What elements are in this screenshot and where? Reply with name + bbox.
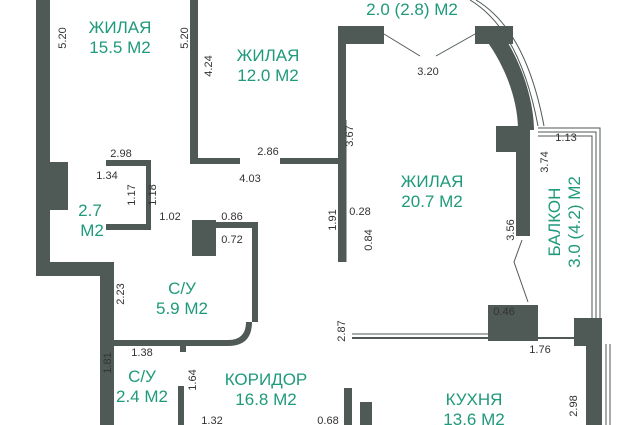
room-top-left-title: ЖИЛАЯ	[89, 18, 152, 37]
dimension-label: 0.28	[349, 206, 370, 218]
dimension-label: 0.68	[317, 415, 338, 425]
wall-bath-curve	[114, 322, 252, 346]
wall-top-pier-left	[338, 26, 384, 44]
dimension-label: 1.13	[555, 132, 576, 144]
wall-left-lower	[100, 262, 114, 425]
dimension-label: 2.23	[115, 283, 127, 304]
wall-left-jog	[36, 162, 68, 210]
balcony-lower-lines	[605, 344, 611, 425]
room-top-middle-area: 12.0 М2	[237, 66, 298, 85]
room-top-right-partial-area: 2.0 (2.8) М2	[366, 0, 458, 19]
wall-left-step	[36, 262, 114, 276]
wall-corridor-bottom	[344, 388, 352, 425]
room-balcony-area: 3.0 (4.2) М2	[565, 176, 584, 268]
dimension-label: 1.76	[529, 344, 550, 356]
dimension-label: 2.98	[568, 395, 580, 416]
wall-horizontal-mid	[190, 158, 240, 164]
dimension-label: 0.86	[221, 211, 242, 223]
wall-left-middle	[36, 210, 50, 268]
dimension-label: 2.98	[110, 148, 131, 160]
room-bathroom-large-title: С/У	[168, 279, 196, 298]
room-main-living-area: 20.7 М2	[401, 192, 462, 211]
wall-left-upper	[36, 0, 50, 162]
wall-horizontal-right	[280, 158, 340, 164]
dimension-label: 5.20	[179, 27, 191, 48]
dimension-label: 1.17	[126, 184, 138, 205]
room-bathroom-small-title: С/У	[128, 367, 156, 386]
dimension-label: 3.20	[417, 66, 438, 78]
wall-bottom-left-edge	[100, 400, 114, 425]
dimension-label: 1.02	[159, 211, 180, 223]
room-corridor-area: 16.8 М2	[235, 390, 296, 409]
room-top-middle-title: ЖИЛАЯ	[237, 46, 300, 65]
dimension-label: 3.74	[539, 151, 551, 172]
room-bathroom-small-area: 2.4 М2	[116, 387, 168, 406]
room-main-living-title: ЖИЛАЯ	[401, 172, 464, 191]
dimension-label: 3.67	[344, 125, 356, 146]
thin-lines	[345, 0, 611, 425]
room-balcony-title: БАЛКОН	[545, 188, 564, 257]
dimension-label: 5.20	[57, 27, 69, 48]
dimension-label: 0.84	[363, 229, 375, 250]
wall-bay-curve	[486, 28, 534, 130]
door-swing-right	[513, 239, 529, 303]
dimension-label: 1.81	[102, 352, 114, 373]
dimension-label: 1.38	[131, 347, 152, 359]
wall-pillar-small	[192, 220, 216, 256]
wall-bath-small-right	[178, 386, 184, 425]
wall-balcony-lower	[586, 340, 602, 425]
room-small-storage-line1: 2.7	[78, 201, 102, 220]
dimension-label: 0.72	[221, 234, 242, 246]
dimension-label: 1.34	[96, 170, 117, 182]
dimension-label: 2.86	[257, 146, 278, 158]
dimension-label: 0.46	[493, 306, 514, 318]
wall-vertical-center	[338, 26, 346, 262]
window-bay-lines	[469, 0, 545, 127]
room-top-left-area: 15.5 М2	[89, 38, 150, 57]
wall-kitchen-stub	[360, 402, 372, 425]
wall-storage-right	[146, 160, 151, 230]
dimension-labels: 5.20 5.20 4.24 3.20 3.67 2.98 2.86 1.34 …	[57, 27, 580, 425]
wall-bath-top	[214, 222, 256, 228]
room-labels: ЖИЛАЯ 15.5 М2 ЖИЛАЯ 12.0 М2 2.0 (2.8) М2…	[78, 0, 584, 425]
walls	[36, 0, 602, 425]
wall-storage-top	[106, 160, 150, 166]
dimension-label: 3.56	[505, 219, 517, 240]
dimension-label: 1.32	[201, 415, 222, 425]
room-small-storage-line2: М2	[80, 221, 104, 240]
dimension-label: 4.24	[203, 55, 215, 76]
balcony-outline	[538, 127, 601, 320]
wall-bath-right	[252, 222, 258, 322]
dimension-label: 2.87	[336, 320, 348, 341]
room-bathroom-large-area: 5.9 М2	[156, 299, 208, 318]
dimension-label: 1.91	[327, 209, 339, 230]
dimension-label: 1.18	[147, 184, 159, 205]
door-swing-top-left	[383, 33, 476, 57]
wall-door-stub	[180, 344, 186, 352]
wall-storage-bottom	[106, 224, 150, 230]
room-kitchen-title: КУХНЯ	[446, 390, 503, 409]
room-kitchen-area: 13.6 М2	[443, 410, 504, 425]
wall-bottom-right-block	[488, 305, 538, 341]
dimension-label: 1.64	[187, 369, 199, 390]
wall-top-middle	[190, 0, 198, 162]
wall-right-segment	[516, 126, 530, 236]
dimension-label: 4.03	[239, 173, 260, 185]
room-corridor-title: КОРИДОР	[225, 370, 308, 389]
